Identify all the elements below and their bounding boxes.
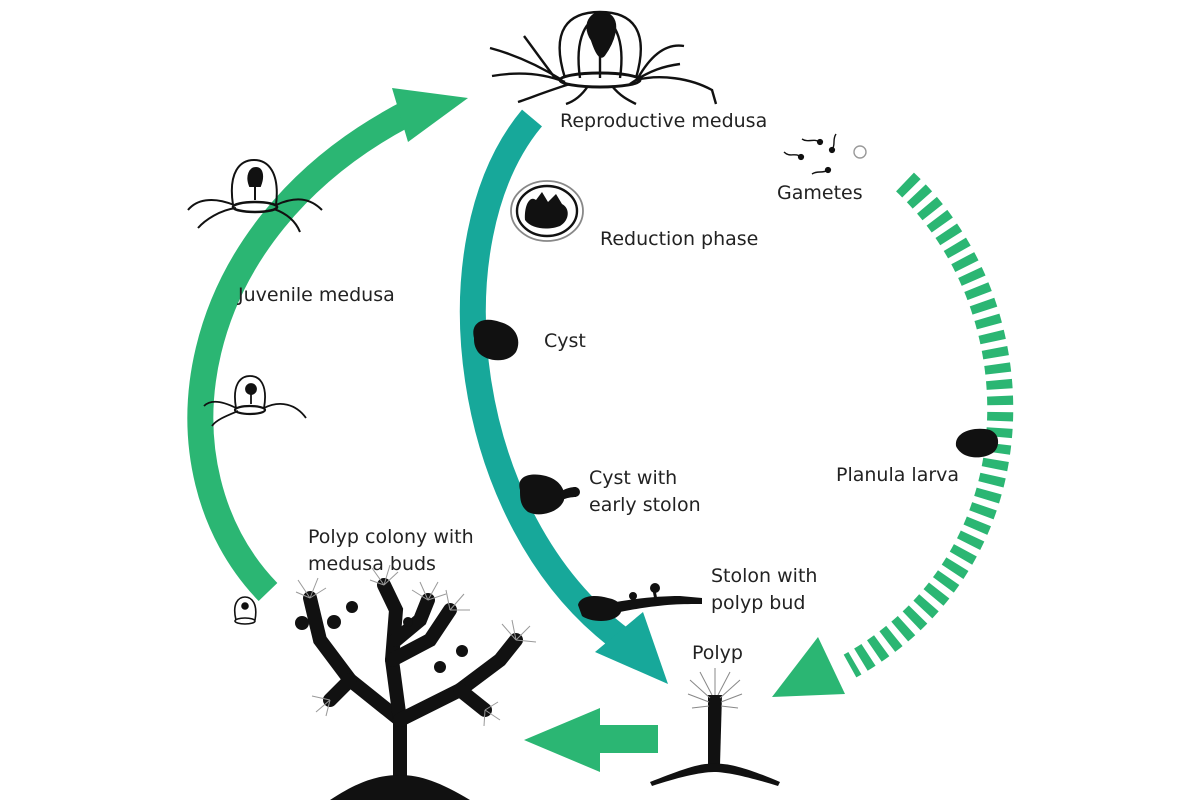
stolon-bud-icon — [578, 583, 702, 621]
green-bottom-arrow — [524, 708, 658, 772]
gamete-sperm-icon — [783, 133, 837, 175]
polyp-colony-icon — [295, 564, 537, 800]
egg-icon — [853, 145, 867, 159]
teal-reverse-arrow — [459, 109, 630, 651]
label-juvenile-medusa: Juvenile medusa — [238, 284, 395, 306]
label-gametes: Gametes — [777, 182, 863, 204]
reduction-phase-icon — [510, 180, 584, 242]
label-reproductive-medusa: Reproductive medusa — [560, 110, 768, 132]
label-cyst: Cyst — [544, 330, 586, 352]
label-stolon-with-polyp-bud: Stolon with polyp bud — [711, 565, 818, 614]
green-dashed-arrowhead — [772, 637, 845, 697]
reproductive-medusa-icon — [489, 10, 718, 106]
label-reduction-phase: Reduction phase — [600, 228, 759, 250]
small-juvenile-medusa-icon — [203, 375, 307, 427]
green-dashed-arrow — [843, 172, 1014, 678]
tiny-medusa-bud-icon — [233, 596, 257, 625]
label-cyst-with-early-stolon: Cyst with early stolon — [589, 467, 701, 516]
polyp-icon — [650, 668, 780, 786]
teal-arrowhead — [595, 612, 668, 684]
cyst-icon — [473, 319, 519, 361]
label-polyp: Polyp — [692, 642, 743, 664]
cyst-stolon-icon — [519, 474, 580, 515]
green-arrowhead-top — [392, 88, 468, 142]
green-cycle-arrow-left — [187, 100, 416, 602]
label-planula-larva: Planula larva — [836, 464, 960, 486]
label-polyp-colony: Polyp colony with medusa buds — [308, 526, 474, 575]
planula-larva-icon — [955, 428, 999, 458]
juvenile-medusa-icon — [187, 158, 323, 233]
